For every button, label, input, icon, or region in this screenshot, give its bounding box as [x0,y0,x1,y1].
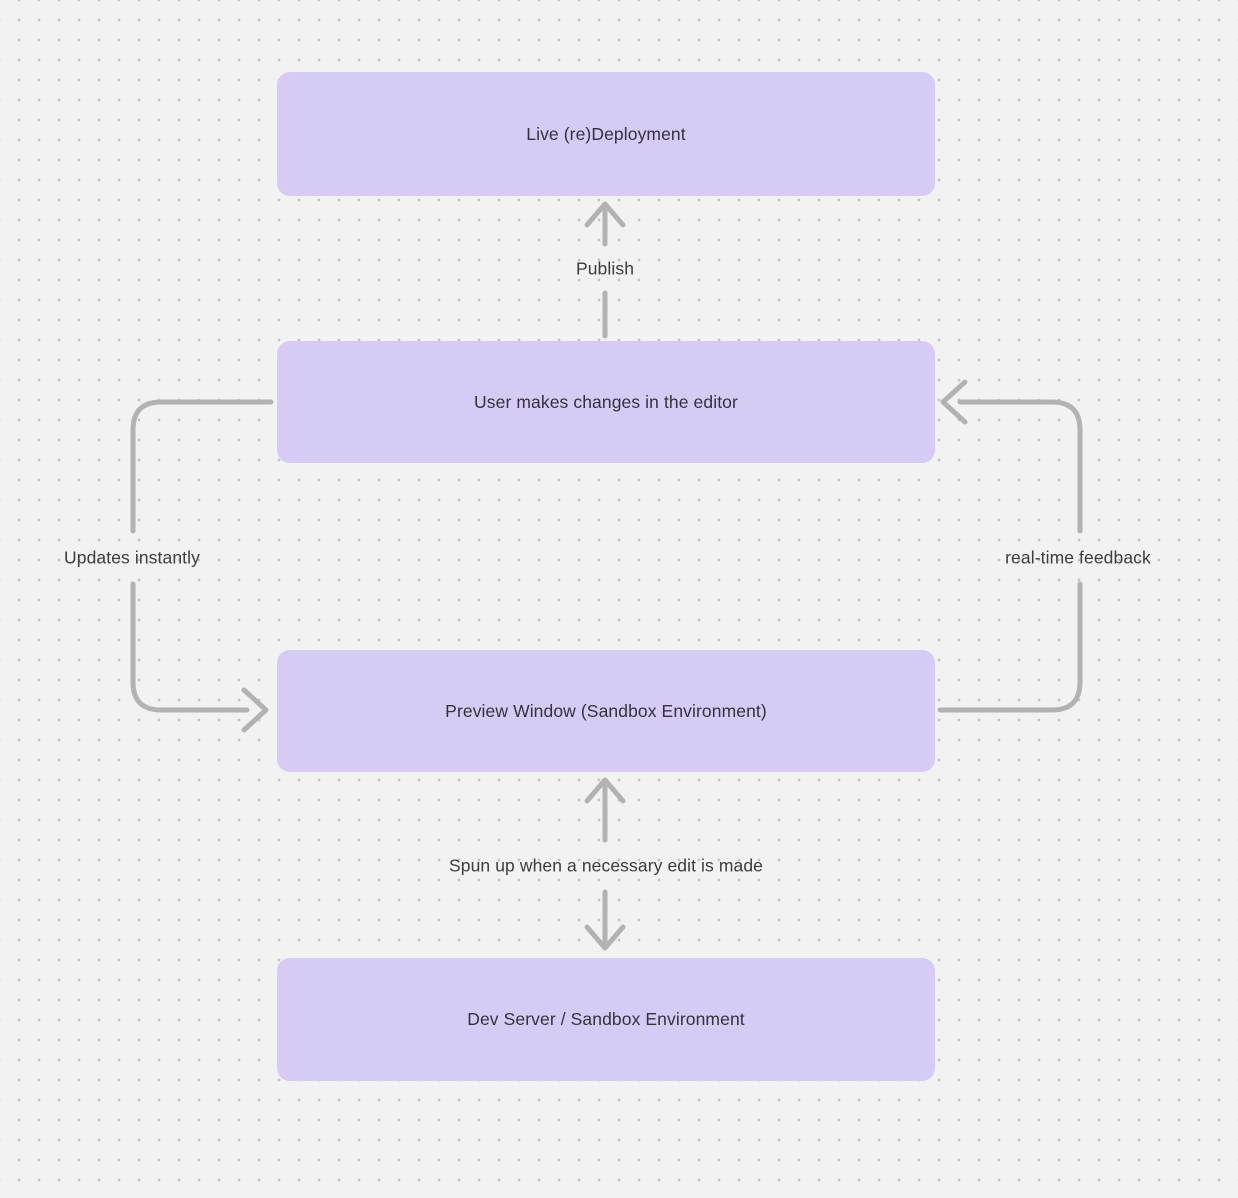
updates-path-upper [130,399,274,534]
publish-arrowhead-up-icon [584,201,626,228]
spunup-arrowhead-down-icon [584,924,626,951]
node-live-redeployment-label: Live (re)Deployment [526,123,686,144]
updates-arrowhead-right-icon [241,687,269,733]
spunup-arrowhead-up-icon [584,777,626,804]
node-preview-window-label: Preview Window (Sandbox Environment) [445,700,767,721]
node-dev-server-label: Dev Server / Sandbox Environment [467,1009,745,1029]
edge-real-time-feedback[interactable] [937,379,1083,713]
edge-updates-instantly[interactable] [130,399,274,733]
node-user-editor-label: User makes changes in the editor [474,391,738,412]
edge-spun-up[interactable] [584,777,626,951]
updates-path-lower [130,581,250,713]
node-live-redeployment[interactable]: Live (re)Deployment [277,72,935,196]
edge-label-updates-instantly: Updates instantly [64,547,200,568]
edge-label-spun-up: Spun up when a necessary edit is made [448,855,764,876]
edge-label-publish: Publish [575,258,635,279]
edge-publish[interactable] [584,201,626,339]
realtime-arrowhead-left-icon [940,379,968,425]
realtime-path-lower [937,581,1083,713]
node-user-editor[interactable]: User makes changes in the editor [277,341,935,463]
node-dev-server[interactable]: Dev Server / Sandbox Environment [277,958,935,1081]
node-preview-window[interactable]: Preview Window (Sandbox Environment) [277,650,935,772]
realtime-path-upper [957,399,1083,534]
edge-label-real-time-feedback: real-time feedback [1005,547,1151,568]
